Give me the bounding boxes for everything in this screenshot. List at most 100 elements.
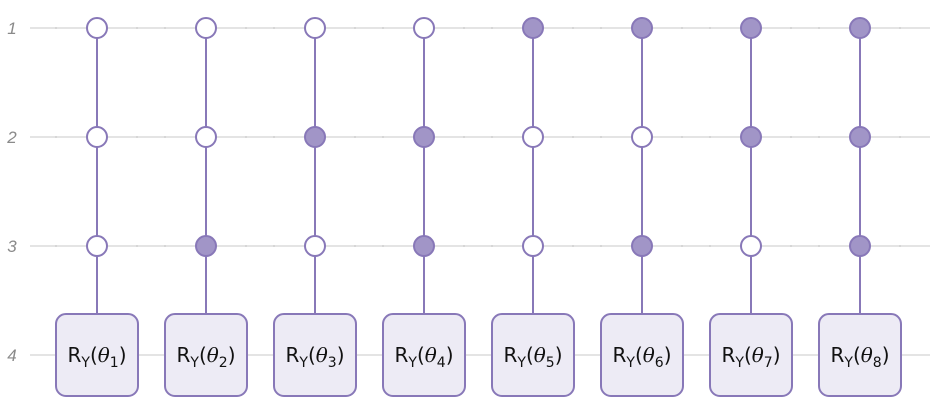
gate-index: 6 [655, 355, 664, 371]
control-dot-filled [522, 17, 544, 39]
controlled-ry-gate-6: RY(θ6) [600, 17, 684, 397]
wire-tick [681, 245, 683, 247]
control-dot-open [86, 126, 108, 148]
wire-tick [463, 245, 465, 247]
wire-tick [245, 27, 247, 29]
control-dot-open [86, 235, 108, 257]
control-dot-open [522, 126, 544, 148]
wire-tick [600, 136, 602, 138]
wire-tick [790, 245, 792, 247]
gate-box [382, 313, 466, 397]
paren-open: ( [744, 343, 752, 367]
gate-name: R [721, 343, 735, 367]
control-dot-filled [740, 17, 762, 39]
wire-tick [273, 136, 275, 138]
wire-tick [164, 136, 166, 138]
wire-tick [899, 136, 901, 138]
gate-index: 3 [328, 355, 337, 371]
gate-box [55, 313, 139, 397]
gate-index: 1 [110, 355, 119, 371]
gate-index: 8 [873, 355, 882, 371]
wire-tick [463, 136, 465, 138]
control-dot-open [740, 235, 762, 257]
wire-tick [491, 245, 493, 247]
wire-tick [709, 27, 711, 29]
wire-tick [572, 245, 574, 247]
paren-close: ) [228, 343, 236, 367]
control-dot-filled [849, 17, 871, 39]
wire-tick [136, 136, 138, 138]
qubit-label-2: 2 [6, 128, 17, 147]
wire-tick [136, 27, 138, 29]
wire-tick [681, 27, 683, 29]
wire-tick [245, 245, 247, 247]
gate-axis: Y [625, 355, 635, 371]
gate-param: θ [316, 343, 328, 367]
gate-param: θ [98, 343, 110, 367]
gates: RY(θ1)RY(θ2)RY(θ3)RY(θ4)RY(θ5)RY(θ6)RY(θ… [55, 17, 902, 397]
gate-name: R [612, 343, 626, 367]
gate-index: 7 [764, 355, 773, 371]
wire-tick [600, 27, 602, 29]
wire-tick [491, 136, 493, 138]
wire-tick [273, 27, 275, 29]
gate-label: RY(θ2) [176, 343, 235, 371]
wire-tick [382, 27, 384, 29]
paren-open: ( [417, 343, 425, 367]
wire-tick [572, 27, 574, 29]
wire-tick [55, 136, 57, 138]
gate-label: RY(θ8) [830, 343, 889, 371]
wire-tick [382, 136, 384, 138]
controlled-ry-gate-1: RY(θ1) [55, 17, 139, 397]
gate-index: 4 [437, 355, 446, 371]
controlled-ry-gate-3: RY(θ3) [273, 17, 357, 397]
gate-box [273, 313, 357, 397]
wire-tick [681, 136, 683, 138]
gate-axis: Y [80, 355, 90, 371]
controlled-ry-gate-8: RY(θ8) [818, 17, 902, 397]
control-dot-open [522, 235, 544, 257]
gate-name: R [67, 343, 81, 367]
gate-label: RY(θ4) [394, 343, 453, 371]
control-dot-open [195, 17, 217, 39]
gate-label: RY(θ7) [721, 343, 780, 371]
gate-box [600, 313, 684, 397]
wire-tick [382, 245, 384, 247]
paren-open: ( [526, 343, 534, 367]
control-dot-filled [740, 126, 762, 148]
gate-param: θ [643, 343, 655, 367]
gate-axis: Y [298, 355, 308, 371]
wire-tick [709, 136, 711, 138]
paren-close: ) [446, 343, 454, 367]
wire-tick [354, 245, 356, 247]
control-dot-open [631, 126, 653, 148]
gate-axis: Y [516, 355, 526, 371]
paren-open: ( [308, 343, 316, 367]
wire-tick [273, 245, 275, 247]
wire-tick [818, 245, 820, 247]
gate-index: 5 [546, 355, 555, 371]
control-dot-filled [849, 126, 871, 148]
wire-tick [899, 27, 901, 29]
wire-tick [164, 27, 166, 29]
wire-tick [491, 27, 493, 29]
gate-axis: Y [189, 355, 199, 371]
gate-axis: Y [407, 355, 417, 371]
paren-close: ) [773, 343, 781, 367]
gate-name: R [285, 343, 299, 367]
gate-name: R [176, 343, 190, 367]
paren-close: ) [119, 343, 127, 367]
qubit-wires [30, 27, 930, 356]
qubit-label-1: 1 [7, 19, 16, 38]
wire-tick [572, 136, 574, 138]
controlled-ry-gate-7: RY(θ7) [709, 17, 793, 397]
gate-label: RY(θ6) [612, 343, 671, 371]
gate-index: 2 [219, 355, 228, 371]
gate-param: θ [861, 343, 873, 367]
control-dot-filled [631, 17, 653, 39]
wire-tick [899, 245, 901, 247]
wire-tick [55, 245, 57, 247]
wire-tick [790, 136, 792, 138]
